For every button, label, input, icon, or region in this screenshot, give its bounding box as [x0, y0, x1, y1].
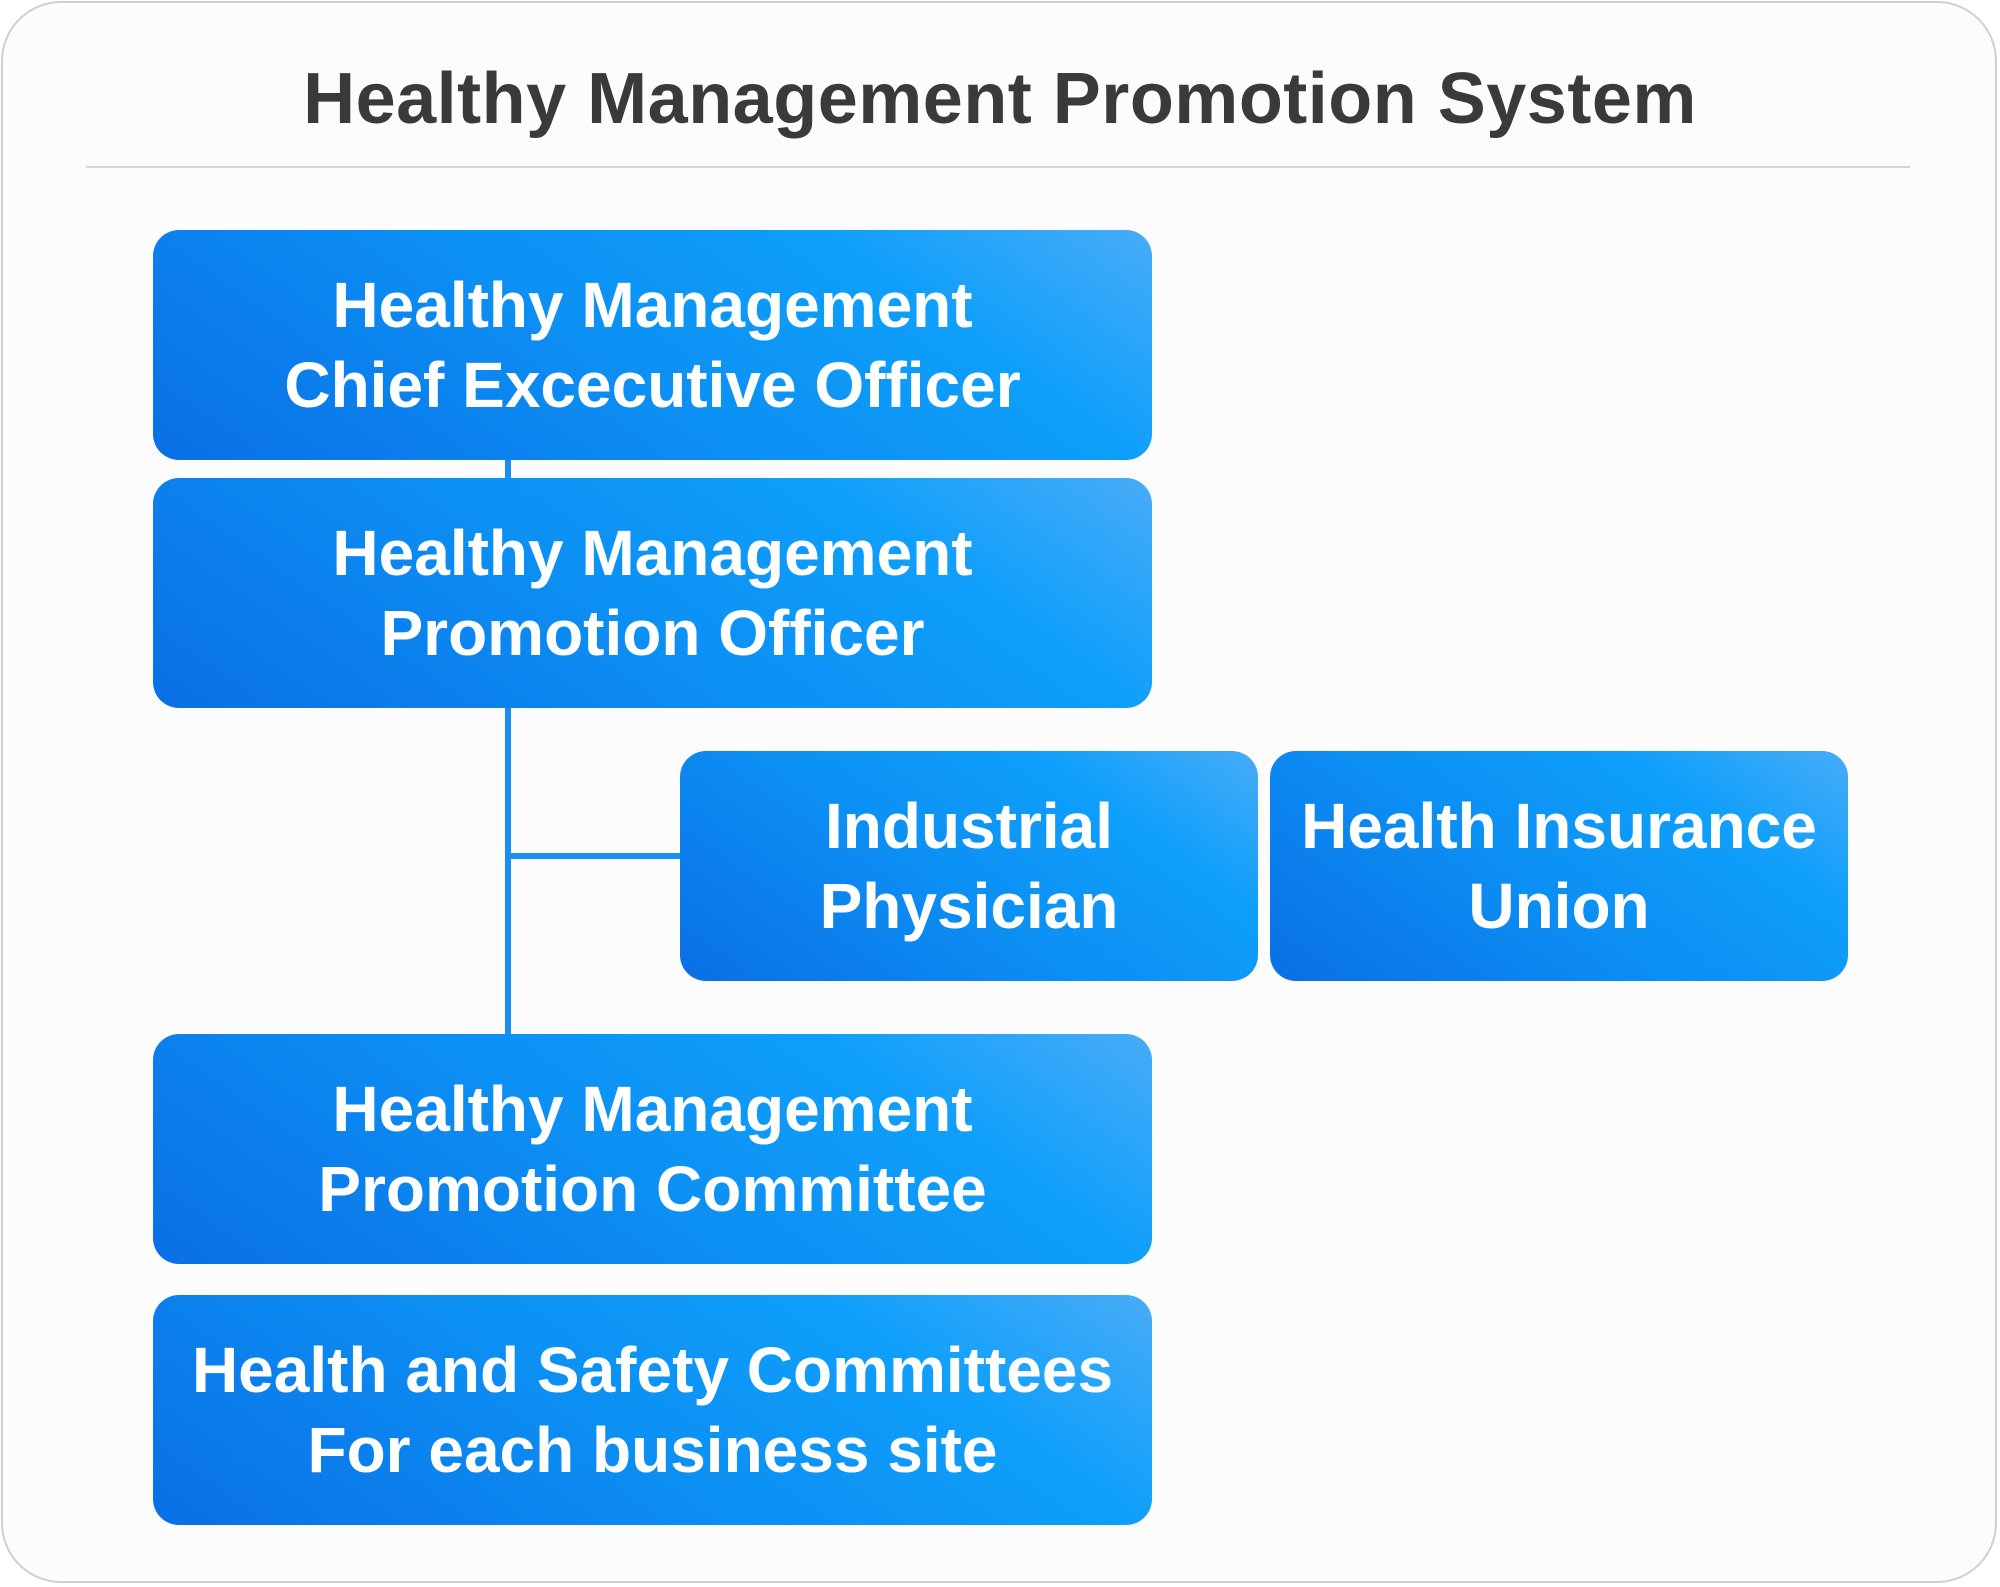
node-label-line1: Healthy Management — [332, 269, 973, 341]
node-label-line1: Health and Safety Committees — [191, 1334, 1114, 1406]
node-label-line2: For each business site — [307, 1414, 998, 1486]
node-label-line2: Physician — [819, 870, 1119, 942]
connector-branch-physician — [505, 853, 680, 859]
node-health-safety-committees: Health and Safety Committees For each bu… — [153, 1295, 1152, 1525]
node-label-line2: Chief Excecutive Officer — [284, 349, 1021, 421]
title-divider — [86, 166, 1910, 168]
node-label-line1: Healthy Management — [332, 517, 973, 589]
node-promotion-officer: Healthy Management Promotion Officer — [153, 478, 1152, 708]
node-health-insurance-union: Health Insurance Union — [1270, 751, 1848, 981]
node-chief-executive-officer: Healthy Management Chief Excecutive Offi… — [153, 230, 1152, 460]
node-label-line2: Union — [1468, 870, 1650, 942]
node-promotion-committee: Healthy Management Promotion Committee — [153, 1034, 1152, 1264]
node-label-line1: Health Insurance — [1301, 790, 1817, 862]
connector-ceo-officer — [505, 460, 511, 478]
node-label-line1: Healthy Management — [332, 1073, 973, 1145]
node-label-line2: Promotion Officer — [380, 597, 925, 669]
page-title: Healthy Management Promotion System — [303, 59, 1697, 139]
node-label-line1: Industrial — [824, 790, 1114, 862]
node-label-line2: Promotion Committee — [318, 1153, 987, 1225]
connector-officer-committee — [505, 708, 511, 1034]
node-industrial-physician: Industrial Physician — [680, 751, 1258, 981]
